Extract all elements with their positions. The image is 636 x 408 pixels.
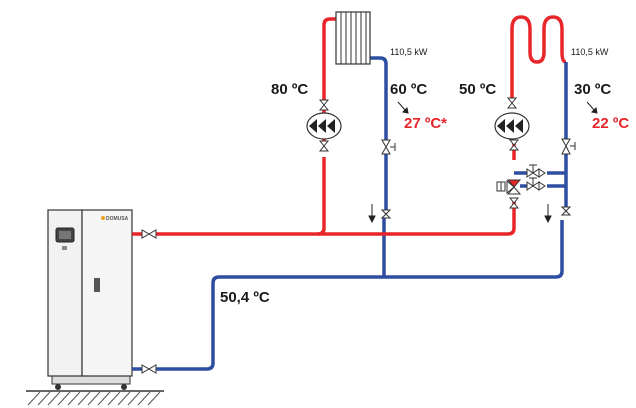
- main-return-temp: 50,4 ºC: [220, 289, 270, 306]
- boiler-icon: DOMUSA: [47, 209, 133, 390]
- valve-icon: [506, 97, 576, 216]
- valve-icon: [318, 99, 396, 219]
- floor-heating-circuit: [494, 15, 598, 224]
- radiator-return-temp: 60 ºC: [390, 81, 427, 98]
- pump-icon: [494, 112, 530, 140]
- mixing-valve: [496, 179, 522, 195]
- radiator-return-temp-alt: 27 ºC*: [404, 115, 447, 132]
- floor-return-temp: 30 ºC: [574, 81, 611, 98]
- radiator-supply-temp: 80 ºC: [271, 81, 308, 98]
- radiator-power-label: 110,5 kW: [390, 47, 428, 57]
- main-supply-pipe: [132, 157, 516, 236]
- valve-icon: [141, 229, 157, 374]
- floor-heating-coil-icon: [510, 15, 567, 98]
- ground-hatch-icon: [26, 390, 164, 406]
- pump-icon: [306, 112, 342, 140]
- main-return-pipe: [132, 218, 564, 371]
- floor-return-temp-alt: 22 ºC: [592, 115, 629, 132]
- floor-power-label: 110,5 kW: [571, 47, 609, 57]
- floor-supply-temp: 50 ºC: [459, 81, 496, 98]
- radiator-circuit: [306, 11, 409, 224]
- boiler-logo: DOMUSA: [101, 216, 129, 222]
- radiator-icon: [335, 11, 371, 65]
- boiler-brand: DOMUSA: [106, 216, 129, 222]
